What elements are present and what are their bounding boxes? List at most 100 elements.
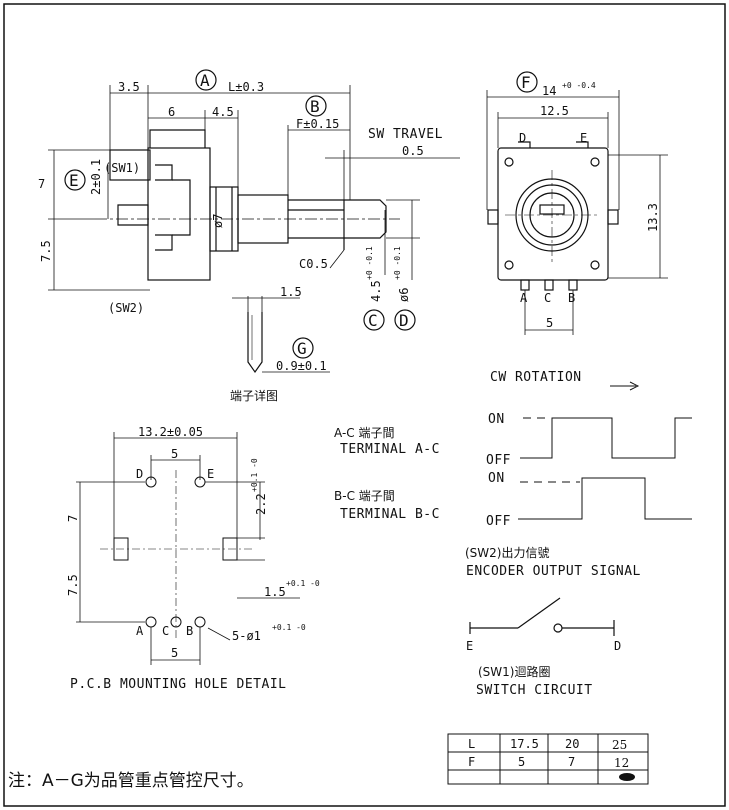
marker-d-circle <box>394 309 416 331</box>
dim-7-5: 7.5 <box>39 240 53 262</box>
dim-6: 6 <box>168 105 175 119</box>
dim-l: L±0.3 <box>228 80 264 94</box>
dim-shaft-4-5: 4.5 <box>369 280 383 302</box>
sw-travel-label: SW TRAVEL <box>368 127 443 142</box>
ac-off-label: OFF <box>486 453 511 468</box>
marker-e: E <box>69 171 79 190</box>
pcb-pin-b: B <box>186 624 193 638</box>
drawing-frame <box>3 3 726 807</box>
sw1-button <box>109 149 151 181</box>
table-row-f-label: F <box>468 755 475 769</box>
table-row-f-v3: 12 <box>614 756 629 770</box>
marker-f-circle <box>516 71 538 93</box>
table-row-l-v2: 20 <box>565 737 579 751</box>
pcb-dim-1-5-tol: +0.1 -0 <box>286 579 320 588</box>
top-dim-13-3: 13.3 <box>646 203 660 232</box>
bc-title: B-C 端子間 <box>334 489 395 503</box>
dim-phi7: ø7 <box>211 214 225 228</box>
pcb-pin-a: A <box>136 624 144 638</box>
lf-table <box>447 733 649 785</box>
terminal-thickness: 0.9±0.1 <box>276 359 327 373</box>
side-view <box>48 85 460 374</box>
dim-shaft-4-5-tol: +0 -0.1 <box>365 246 374 280</box>
footnote: 注：A－G为品管重点管控尺寸。 <box>8 771 254 791</box>
pcb-pin-d: D <box>136 467 143 481</box>
top-pin-c: C <box>544 291 551 305</box>
pcb-layout <box>76 432 300 665</box>
pcb-dim-13-2: 13.2±0.05 <box>138 425 203 439</box>
pcb-dim-5-top: 5 <box>171 447 178 461</box>
top-dim-14-tol: +0 -0.4 <box>562 81 596 90</box>
top-pin-b: B <box>568 291 575 305</box>
pcb-caption: P.C.B MOUNTING HOLE DETAIL <box>70 677 287 692</box>
sw2-title: (SW2)出力信號 <box>465 546 549 560</box>
marker-f: F <box>521 73 531 92</box>
marker-a-circle <box>195 69 217 91</box>
switch-circuit <box>469 597 615 636</box>
dim-phi6: ø6 <box>397 288 411 302</box>
sw1-label: (SW1) <box>104 161 140 175</box>
top-view <box>486 90 668 335</box>
marker-e-circle <box>64 169 86 191</box>
cw-arrow <box>610 381 640 391</box>
selected-variant-mark <box>619 773 635 781</box>
ac-terminal: TERMINAL A-C <box>340 442 440 457</box>
marker-c: C <box>368 311 378 330</box>
table-row-f-v1: 5 <box>518 755 525 769</box>
top-pin-d: D <box>519 131 526 145</box>
pcb-holes-tol: +0.1 -0 <box>272 623 306 632</box>
dim-3-5: 3.5 <box>118 80 140 94</box>
pcb-hole-d <box>145 476 157 488</box>
dim-phi6-tol: +0 -0.1 <box>393 246 402 280</box>
switch-caption: SWITCH CIRCUIT <box>476 683 593 698</box>
top-dim-12-5: 12.5 <box>540 104 569 118</box>
pcb-pin-c: C <box>162 624 169 638</box>
switch-pin-d: D <box>614 639 621 653</box>
top-dim-5: 5 <box>546 316 553 330</box>
marker-d: D <box>399 311 409 330</box>
pcb-hole-a <box>145 616 157 628</box>
table-row-l-v3: 25 <box>612 738 627 752</box>
signal-caption: ENCODER OUTPUT SIGNAL <box>466 564 641 579</box>
marker-a: A <box>200 71 210 90</box>
pcb-pin-e: E <box>207 467 214 481</box>
pcb-holes: 5-ø1 <box>232 629 261 643</box>
sw-travel-value: 0.5 <box>402 144 424 158</box>
cw-rotation-label: CW ROTATION <box>490 370 582 385</box>
table-row-l-v1: 17.5 <box>510 737 539 751</box>
waveform-ac <box>520 417 692 459</box>
marker-c-circle <box>363 309 385 331</box>
dim-4-5: 4.5 <box>212 105 234 119</box>
switch-pin-e: E <box>466 639 473 653</box>
terminal-detail-caption: 端子详图 <box>230 388 278 403</box>
pcb-dim-5-bottom: 5 <box>171 646 178 660</box>
table-row-f-v2: 7 <box>568 755 575 769</box>
bc-on-label: ON <box>488 471 505 486</box>
housing-body <box>147 147 211 281</box>
pcb-dim-7-5: 7.5 <box>66 574 80 596</box>
waveform-bc <box>518 477 692 520</box>
ac-title: A-C 端子間 <box>334 426 394 440</box>
pcb-hole-b <box>194 616 206 628</box>
marker-g-circle <box>292 337 314 359</box>
chamfer-c0-5: C0.5 <box>299 257 328 271</box>
pcb-dim-2-2: 2.2 <box>254 493 268 515</box>
marker-b-circle <box>305 95 327 117</box>
terminal-width: 1.5 <box>280 285 302 299</box>
sw1-title: (SW1)迴路圈 <box>478 664 550 679</box>
dim-f: F±0.15 <box>296 117 339 131</box>
signal-waveforms <box>518 381 692 520</box>
marker-b: B <box>310 97 320 116</box>
ac-on-label: ON <box>488 412 505 427</box>
switch-blade <box>517 597 561 629</box>
sw2-label: (SW2) <box>108 301 144 315</box>
bc-terminal: TERMINAL B-C <box>340 507 440 522</box>
pcb-dim-7: 7 <box>66 515 80 522</box>
terminal-pin <box>247 312 263 374</box>
table-row-l-label: L <box>468 737 475 751</box>
pcb-dim-1-5: 1.5 <box>264 585 286 599</box>
dim-2: 2±0.1 <box>89 159 103 195</box>
top-pin-a: A <box>520 291 528 305</box>
marker-g: G <box>297 339 307 358</box>
